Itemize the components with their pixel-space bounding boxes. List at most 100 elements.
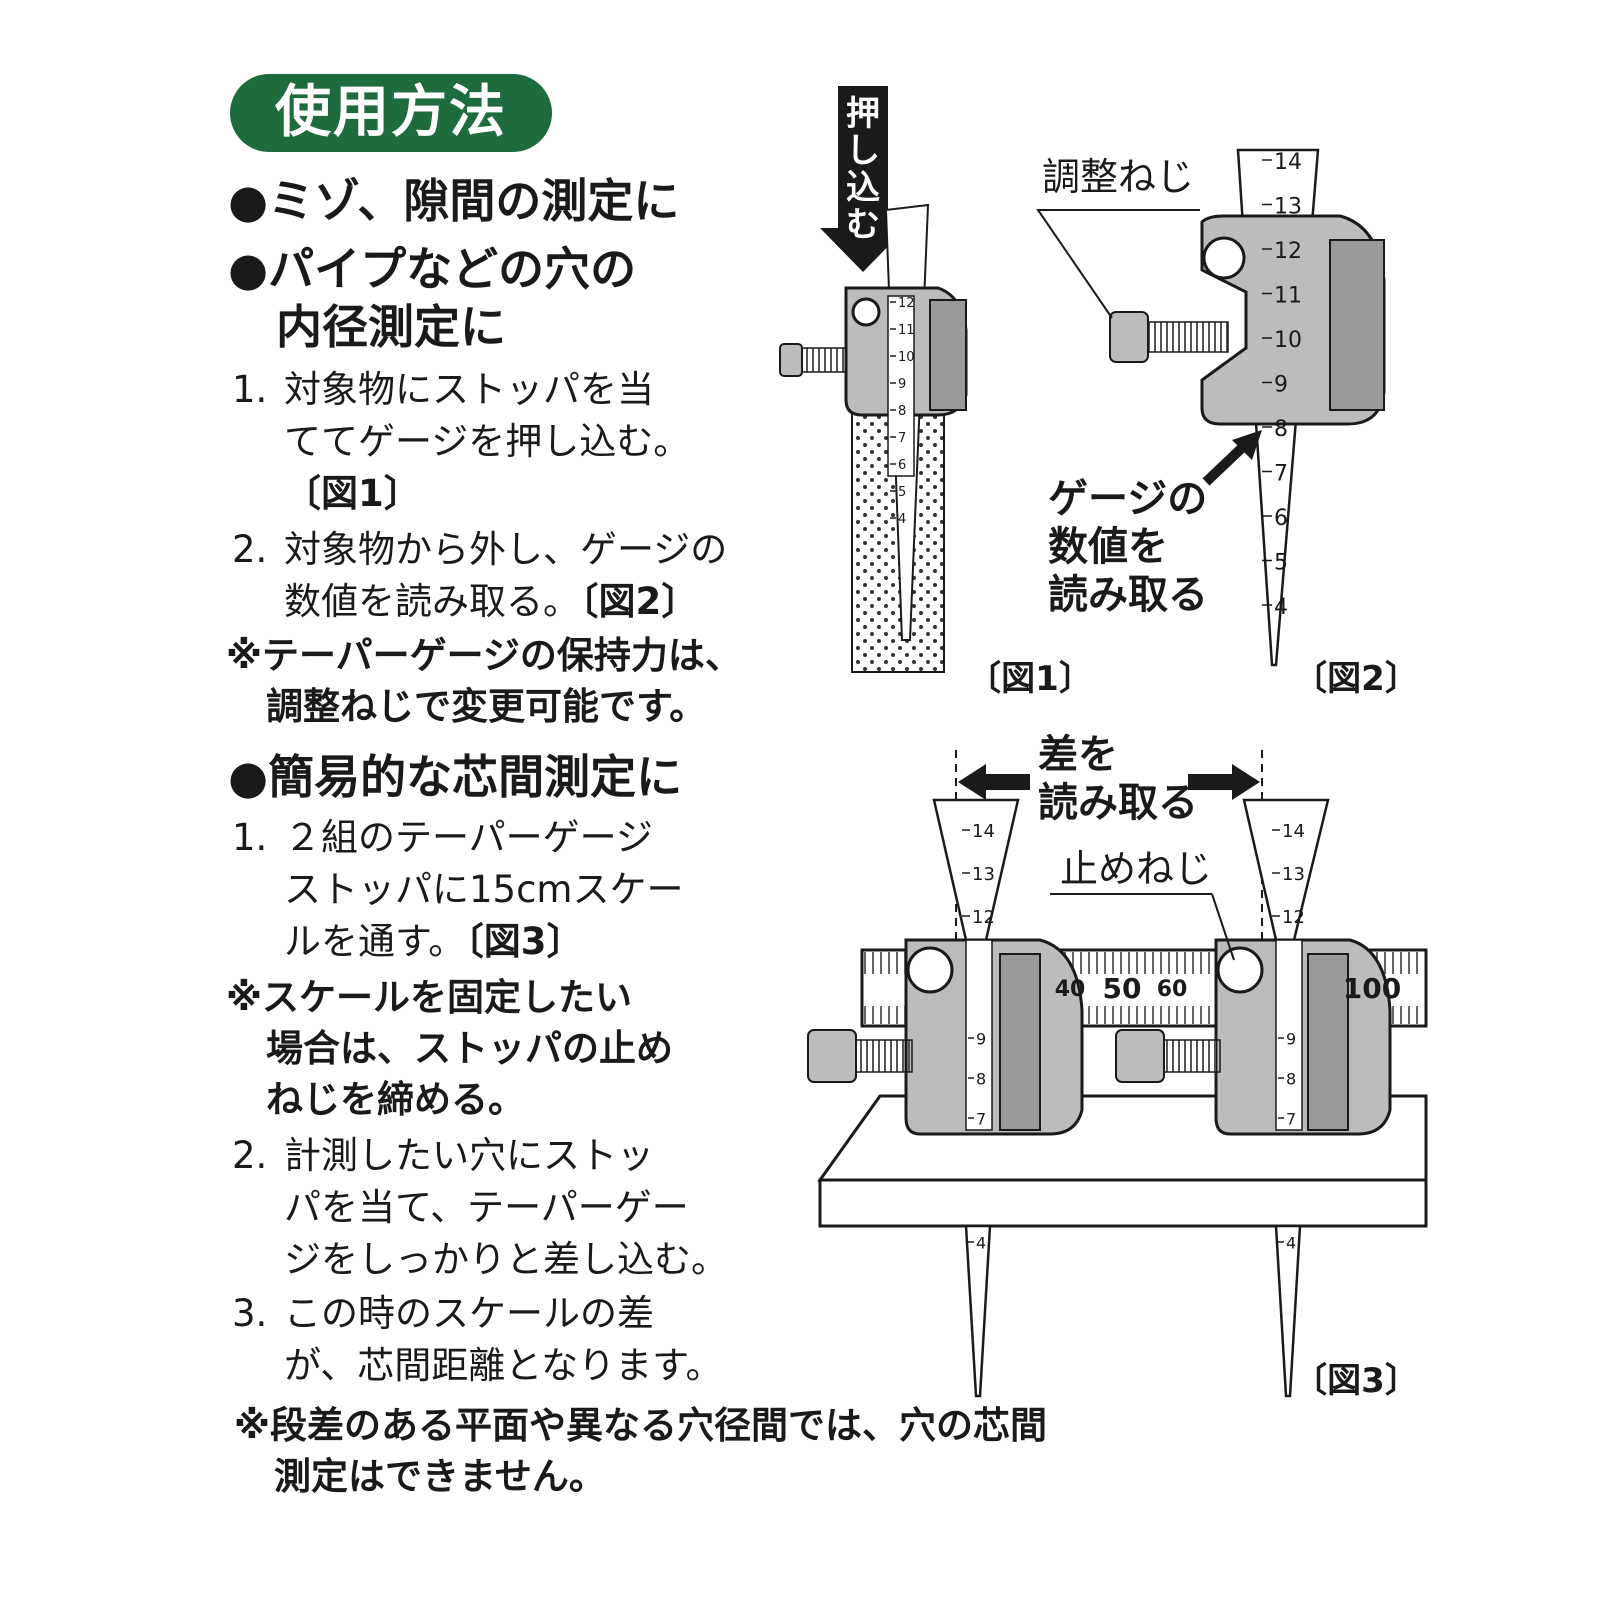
gauge-tick-label: 13 xyxy=(972,864,995,885)
adjust-screw-thread-right xyxy=(1163,1039,1221,1073)
gauge-tick-label: 12 xyxy=(1274,239,1302,264)
note-text: 調整ねじで変更可能です。 xyxy=(266,685,707,728)
adjust-screw-knob xyxy=(779,343,803,377)
stop-screw-hole xyxy=(1202,236,1246,280)
read-label: 数値を xyxy=(1048,524,1168,570)
section1-step1: 1. 対象物にストッパを当 ててゲージを押し込む。 〔図1〕 xyxy=(232,364,690,520)
gauge-tick-label: 7 xyxy=(1286,1109,1296,1128)
taper-gauge-tip-left xyxy=(964,1224,992,1398)
read-label: ゲージの xyxy=(1048,476,1207,522)
step-text: 数値を読み取る。 xyxy=(284,580,580,623)
stop-screw-label: 止めねじ xyxy=(1060,847,1212,891)
ruler-number: 50 xyxy=(1103,972,1142,1005)
step-text: パを当て、テーパーゲー xyxy=(284,1186,689,1229)
gauge-tick-label: 10 xyxy=(1274,328,1302,353)
note-text: 場合は、ストッパの止め xyxy=(266,1027,673,1070)
read-label: 読み取る xyxy=(1048,572,1208,618)
step-number: 1. xyxy=(232,816,268,859)
push-arrow-label-char: し xyxy=(846,131,880,171)
adjust-screw-thread xyxy=(797,347,847,373)
note-text: ※段差のある平面や異なる穴径間では、穴の芯間 xyxy=(234,1404,1047,1447)
gauge-tick-label: 7 xyxy=(976,1109,986,1128)
adjust-screw-knob xyxy=(1109,311,1149,363)
heading-center-distance: ●簡易的な芯間測定に xyxy=(228,750,683,804)
gauge-tick-label: 7 xyxy=(898,431,906,446)
diff-label: 読み取る xyxy=(1038,780,1198,826)
section1-note: ※テーパーゲージの保持力は、 調整ねじで変更可能です。 xyxy=(226,630,742,732)
push-arrow-label-char: む xyxy=(846,205,880,245)
screw-leader-line xyxy=(1036,209,1200,319)
section2-step1: 1.２組のテーパーゲージ ストッパに15cmスケー ルを通す。〔図3〕 xyxy=(232,812,683,968)
gauge-tick-label: 8 xyxy=(1286,1069,1296,1088)
diff-arrow-left-shaft xyxy=(982,774,1030,790)
stopper-grip-left xyxy=(999,953,1041,1131)
step-text: ２組のテーパーゲージ xyxy=(284,816,653,859)
gauge-tick-label: 12 xyxy=(1282,907,1305,928)
gauge-tick-label: 9 xyxy=(1274,372,1288,397)
stop-screw-hole-left xyxy=(906,946,954,994)
step-text: 対象物から外し、ゲージの xyxy=(284,528,728,571)
gauge-tick-label: 12 xyxy=(898,296,915,311)
figure-2-caption: 〔図2〕 xyxy=(1293,659,1419,699)
section2-note: ※スケールを固定したい 場合は、ストッパの止め ねじを締める。 xyxy=(226,972,673,1125)
taper-gauge-tip-right xyxy=(1274,1224,1302,1398)
step-text: が、芯間距離となります。 xyxy=(284,1344,723,1387)
adjust-screw-knob-left xyxy=(807,1029,857,1083)
gauge-tick-label: 5 xyxy=(898,485,906,500)
gauge-tick-label: 8 xyxy=(898,404,906,419)
note-text: ※テーパーゲージの保持力は、 xyxy=(226,634,742,677)
gauge-tick-label: 9 xyxy=(1286,1029,1296,1048)
figure-reference: 〔図3〕 xyxy=(465,920,584,963)
gauge-tick-label: 6 xyxy=(898,458,906,473)
push-arrow-shaft xyxy=(838,86,888,236)
stop-screw-hole-right xyxy=(1216,946,1264,994)
section-title: 使用方法 xyxy=(230,74,552,152)
gauge-tick-label: 14 xyxy=(1274,150,1302,175)
step-text: 対象物にストッパを当 xyxy=(284,368,654,411)
step-number: 3. xyxy=(232,1292,268,1335)
adjust-screw-thread-left xyxy=(855,1039,913,1073)
stop-screw-hole xyxy=(851,297,881,327)
gauge-tick-label: 10 xyxy=(898,350,915,365)
step-text: ててゲージを押し込む。 xyxy=(284,420,691,463)
figure-reference: 〔図1〕 xyxy=(284,472,421,515)
adjust-screw-label: 調整ねじ xyxy=(1042,155,1194,199)
stopper-grip xyxy=(929,299,967,411)
gauge-tick-label: 11 xyxy=(898,323,915,338)
step-text: 計測したい穴にストッ xyxy=(284,1134,654,1177)
table-edge xyxy=(818,1178,1428,1228)
heading-pipe-measure: ●パイプなどの穴の xyxy=(228,242,637,296)
stopper-grip xyxy=(1329,239,1385,411)
read-arrow-head xyxy=(1232,430,1262,460)
heading-gap-measure: ●ミゾ、隙間の測定に xyxy=(228,174,680,228)
section2-step3: 3.この時のスケールの差 が、芯間距離となります。 xyxy=(232,1288,722,1392)
gauge-tick-label: 4 xyxy=(1286,1233,1296,1252)
gauge-tick-label: 4 xyxy=(976,1233,986,1252)
note-text: ※スケールを固定したい xyxy=(226,976,632,1019)
step-text: ストッパに15cmスケー xyxy=(284,868,684,911)
gauge-tick-label: 6 xyxy=(1274,506,1288,531)
gauge-tick-label: 13 xyxy=(1274,194,1302,219)
push-arrow-label-char: 押 xyxy=(846,94,880,134)
ruler-number: 60 xyxy=(1157,977,1188,1002)
gauge-scale xyxy=(887,295,915,477)
figure-1-caption: 〔図1〕 xyxy=(967,659,1093,699)
step-number: 1. xyxy=(232,368,268,411)
diff-label: 差を xyxy=(1038,732,1118,778)
push-arrow-head xyxy=(820,228,906,272)
note-text: ねじを締める。 xyxy=(266,1078,525,1121)
diff-arrow-right-head xyxy=(1232,764,1260,800)
gauge-tick-label: 4 xyxy=(898,512,906,527)
footer-note: ※段差のある平面や異なる穴径間では、穴の芯間 測定はできません。 xyxy=(234,1400,1047,1502)
step-number: 2. xyxy=(232,528,268,571)
gauge-tick-label: 11 xyxy=(1274,283,1302,308)
ruler-number: 40 xyxy=(1055,977,1086,1002)
stopper-grip-right xyxy=(1307,953,1349,1131)
heading-inner-diameter: 内径測定に xyxy=(276,300,506,354)
